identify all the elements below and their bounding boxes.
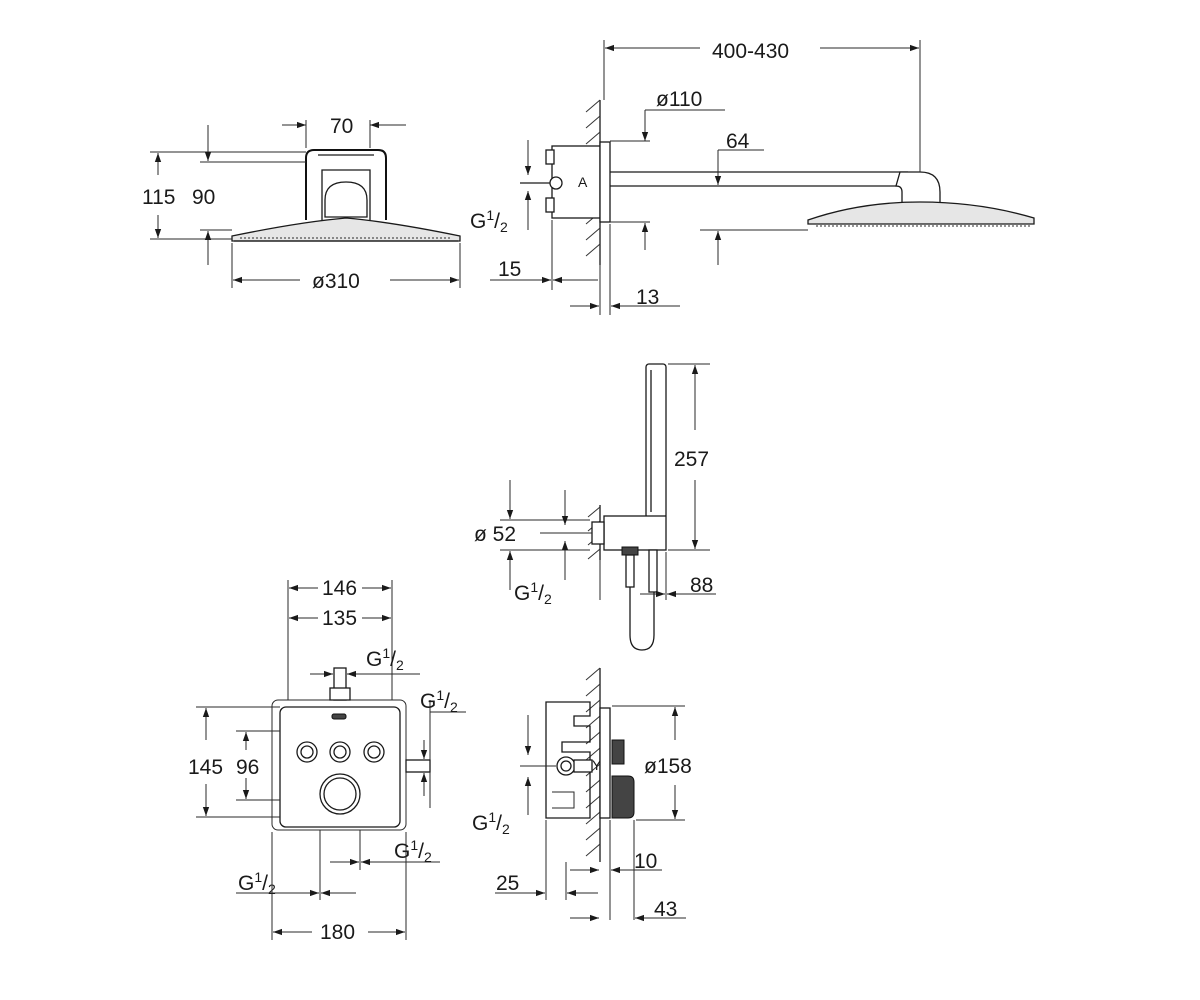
dim-thermo-knob-offset: 10 [634, 850, 657, 873]
shower-arm-side-view: A [520, 141, 1035, 227]
dim-wall-outlet-diameter: ø 52 [474, 523, 516, 546]
shower-arm-dims: 400-430 ø110 64 G1/2 15 13 [470, 40, 921, 315]
thread-label-arm: G1/2 [470, 207, 508, 235]
dim-thermo-height-outer: 145 [188, 756, 223, 779]
dim-head-diameter: ø310 [312, 270, 360, 293]
dim-head-hole-width: 70 [330, 115, 353, 138]
thread-label-bottom-right: G1/2 [394, 837, 432, 865]
thread-label-side: G1/2 [420, 687, 458, 715]
hand-shower-dims: 257 ø 52 G1/2 88 [474, 363, 716, 607]
thermostat-side-view: Y [545, 701, 635, 819]
svg-text:Y: Y [592, 757, 602, 773]
thermostat-front-dims: 146 135 G1/2 145 96 G1/2 G1/2 G1/2 [188, 577, 466, 944]
dim-head-body-height: 90 [192, 186, 215, 209]
thread-label-top: G1/2 [366, 645, 404, 673]
dim-thermo-plate-diameter: ø158 [644, 755, 692, 778]
dim-arm-height-offset: 64 [726, 130, 750, 153]
head-front-dims: 70 115 90 ø310 [142, 115, 461, 293]
dim-thermo-width-inner: 135 [322, 607, 357, 630]
dim-thermo-plate-width: 180 [320, 921, 355, 944]
dim-thermo-projection: 43 [654, 898, 677, 921]
dim-hand-shower-length: 257 [674, 448, 709, 471]
dim-thermo-height-inner: 96 [236, 756, 259, 779]
dim-thermo-width-outer: 146 [322, 577, 357, 600]
dim-arm-flange-diameter: ø110 [656, 88, 702, 111]
dim-arm-length: 400-430 [712, 40, 789, 63]
dim-holder-projection: 88 [690, 574, 713, 597]
thermostat-side-dims: G1/2 ø158 25 10 43 [472, 705, 692, 922]
hand-shower-holder [591, 363, 667, 651]
dim-thermo-box-depth: 25 [496, 872, 519, 895]
thread-label-holder: G1/2 [514, 579, 552, 607]
head-shower-front-view [231, 149, 461, 242]
thermostat-front-view [271, 667, 431, 831]
thread-label-thermo-side: G1/2 [472, 809, 510, 837]
dim-head-total-height: 115 [142, 186, 175, 209]
dim-arm-wall-offset: 13 [636, 286, 659, 309]
dim-arm-box-depth: 15 [498, 258, 521, 281]
svg-text:A: A [578, 174, 588, 190]
